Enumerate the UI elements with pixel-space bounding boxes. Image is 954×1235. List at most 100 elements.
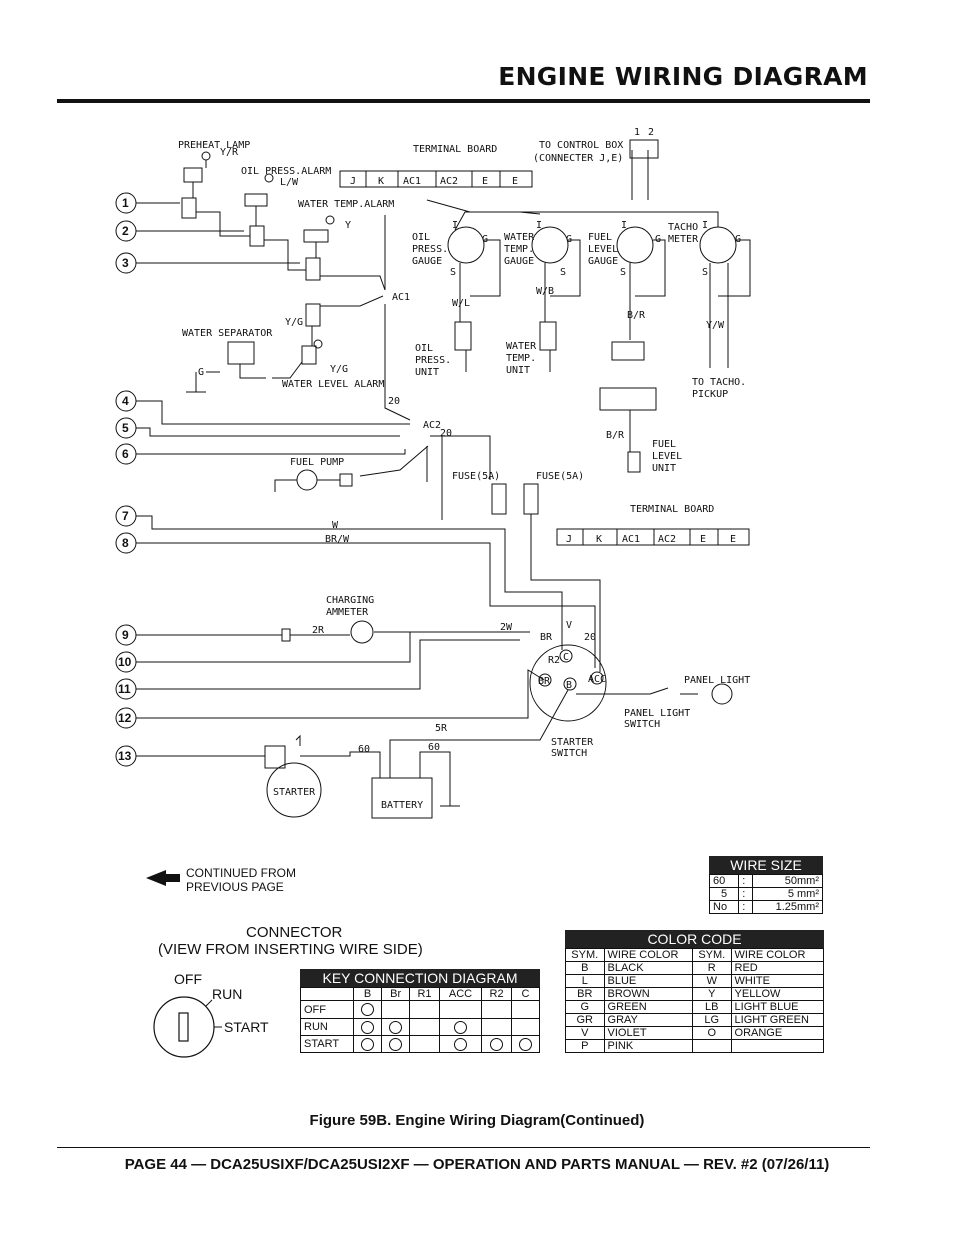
label-water-gauge-3: GAUGE [504,256,534,267]
label-fuel-unit-3: UNIT [652,463,676,474]
label-connecter-je: (CONNECTER J,E) [533,153,623,164]
kc-row-start: START [300,1035,541,1053]
pin-1: 1 [634,127,640,138]
wire-60a: 60 [358,744,370,755]
key-start-label: START [224,1019,269,1035]
connection-circle-icon [361,1020,375,1034]
color-sym: L [565,974,605,988]
ws-code-1: 60 [708,874,740,888]
tb-mid-ac2: AC2 [658,534,676,545]
kc-row-run: RUN [300,1018,541,1036]
kc-connection-dot [438,1000,483,1019]
title-rule [57,99,870,103]
connection-circle-icon [518,1037,532,1051]
wire-brw: BR/W [325,534,350,545]
color-sym: O [692,1026,732,1040]
key-run-label: RUN [212,986,242,1002]
kc-connection-dot [352,1000,383,1019]
label-battery: BATTERY [381,800,423,811]
kc-row-label: RUN [300,1018,354,1036]
callout-1: 1 [122,196,129,210]
color-code-header: SYM. [692,948,732,962]
wire-br2: B/R [627,310,646,321]
kc-connection-dot [352,1035,383,1053]
wire-y: Y [345,220,351,231]
tb-top-ac2: AC2 [440,176,458,187]
color-sym: G [565,1000,605,1014]
color-name: GREEN [603,1000,694,1014]
kc-connection-dot [438,1035,483,1053]
color-code-header: WIRE COLOR [730,948,825,962]
label-water-unit-1: WATER [506,341,537,352]
color-sym: LB [692,1000,732,1014]
kc-connection-dot [352,1018,383,1036]
pin-s-water: S [560,267,566,278]
color-name: ORANGE [730,1026,825,1040]
color-sym: Y [692,987,732,1001]
wire-size-row: No:1.25mm² [708,900,823,914]
label-water-gauge-2: TEMP. [504,244,534,255]
pin-i-fuel: I [621,220,627,231]
color-name [730,1039,825,1053]
wire-yr: Y/R [220,147,239,158]
kc-col-b: B [352,987,383,1001]
pin-s-tacho: S [702,267,708,278]
label-fuel-gauge-1: FUEL [588,232,612,243]
figure-caption: Figure 59B. Engine Wiring Diagram(Contin… [309,1112,645,1129]
label-panel-switch-2: SWITCH [624,719,660,730]
wire-20b: 20 [440,428,452,439]
kc-row-off: OFF [300,1000,541,1019]
wire-2r: 2R [312,625,325,636]
label-ac2: AC2 [423,420,441,431]
label-fuse-1: FUSE(5A) [452,471,500,482]
callout-7: 7 [122,509,129,523]
label-oil-gauge-2: PRESS. [412,244,448,255]
wire-20c: 20 [584,632,596,643]
page-title: ENGINE WIRING DIAGRAM [498,62,868,91]
label-water-level-alarm: WATER LEVEL ALARM [282,379,384,390]
kc-connection-dot [510,1035,541,1053]
pin-g-oil: G [482,234,488,245]
color-code-header: WIRE COLOR [603,948,694,962]
kc-col-acc: ACC [438,987,483,1001]
color-name: PINK [603,1039,694,1053]
kc-col-r1: R1 [409,987,440,1001]
key-switch-icon [153,996,215,1058]
label-fuel-gauge-3: GAUGE [588,256,618,267]
label-tacho-1: TACHO [668,222,698,233]
connector-title: CONNECTOR [246,924,343,941]
tb-mid-e2: E [730,534,736,545]
pin-g-tacho: G [735,234,741,245]
tb-top-e2: E [512,176,518,187]
connector-subtitle: (VIEW FROM INSERTING WIRE SIDE) [158,941,423,958]
label-oil-gauge-1: OIL [412,232,430,243]
ws-size-1: 50mm² [752,874,823,888]
kc-connection-dot [510,1018,541,1036]
pin-g-fuel: G [655,234,661,245]
callout-4: 4 [122,394,129,408]
pin-s-fuel: S [620,267,626,278]
kc-connection-dot [481,1035,512,1053]
callout-2: 2 [122,224,129,238]
ws-sep-1: : [738,874,753,888]
kc-connection-dot [381,1035,411,1053]
key-connection-title: KEY CONNECTION DIAGRAM [300,969,540,987]
label-to-control-box: TO CONTROL BOX [539,140,623,151]
tb-mid-e1: E [700,534,706,545]
wire-size-row: 5:5 mm² [708,887,823,901]
wire-yg2: Y/G [330,364,348,375]
color-name: BLACK [603,961,694,975]
callout-5: 5 [122,421,129,435]
kc-connection-dot [481,1000,512,1019]
ws-size-3: 1.25mm² [752,900,823,914]
color-sym: B [565,961,605,975]
kc-col-c: C [510,987,541,1001]
key-connection-table: KEY CONNECTION DIAGRAM B Br R1 ACC R2 C … [300,969,541,1053]
label-fuel-unit-2: LEVEL [652,451,682,462]
